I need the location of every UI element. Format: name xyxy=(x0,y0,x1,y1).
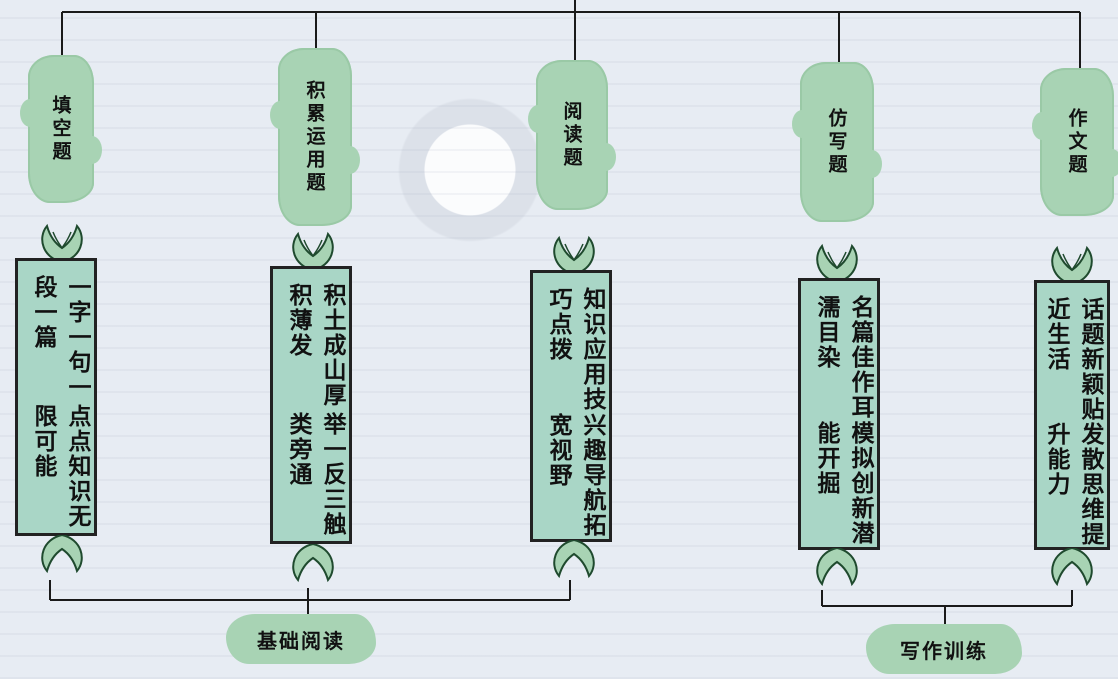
content-line: 积土成山厚积薄发 xyxy=(285,283,345,408)
group-label-writing-training: 写作训练 xyxy=(866,624,1022,674)
category-title: 填空题 xyxy=(49,94,72,164)
category-content-panel: 话题新颖贴近生活 发散思维提升能力 xyxy=(1034,280,1110,550)
category-content-panel: 积土成山厚积薄发 举一反三触类旁通 xyxy=(270,266,352,544)
leaf-ornament-bottom xyxy=(41,535,83,574)
category-content: 积土成山厚积薄发 举一反三触类旁通 xyxy=(273,269,349,541)
leaf-ornament-bottom xyxy=(816,548,858,587)
content-line: 模拟创新潜能开掘 xyxy=(813,421,873,546)
content-line: 举一反三触类旁通 xyxy=(285,412,345,537)
content-line: 话题新颖贴近生活 xyxy=(1043,297,1103,422)
category-content-panel: 知识应用技巧点拨 兴趣导航拓宽视野 xyxy=(530,270,612,542)
category-content: 话题新颖贴近生活 发散思维提升能力 xyxy=(1037,283,1107,547)
leaf-ornament-top xyxy=(292,231,334,270)
category-title: 积累运用题 xyxy=(303,79,326,195)
content-line: 名篇佳作耳濡目染 xyxy=(813,295,873,420)
category-content: 名篇佳作耳濡目染 模拟创新潜能开掘 xyxy=(801,281,877,547)
category-title-leaf: 作文题 xyxy=(1032,68,1118,216)
leaf-ornament-bottom xyxy=(292,544,334,583)
category-title: 阅读题 xyxy=(560,100,583,170)
leaf-ornament-top xyxy=(41,223,83,262)
category-content: 一字一句一段一篇 点点知识无限可能 xyxy=(18,261,94,533)
category-title-leaf: 积累运用题 xyxy=(270,48,360,226)
content-line: 一字一句一段一篇 xyxy=(30,275,90,400)
leaf-ornament-top xyxy=(1051,245,1093,284)
leaf-ornament-bottom xyxy=(553,540,595,579)
category-content: 知识应用技巧点拨 兴趣导航拓宽视野 xyxy=(533,273,609,539)
content-line: 兴趣导航拓宽视野 xyxy=(545,413,605,538)
category-title: 仿写题 xyxy=(825,107,848,177)
content-line: 知识应用技巧点拨 xyxy=(545,287,605,412)
category-content-panel: 名篇佳作耳濡目染 模拟创新潜能开掘 xyxy=(798,278,880,550)
category-title: 作文题 xyxy=(1065,107,1088,177)
category-title-leaf: 仿写题 xyxy=(792,62,882,222)
leaf-ornament-top xyxy=(816,243,858,282)
category-content-panel: 一字一句一段一篇 点点知识无限可能 xyxy=(15,258,97,536)
content-line: 发散思维提升能力 xyxy=(1043,422,1103,547)
content-line: 点点知识无限可能 xyxy=(30,404,90,529)
group-label-basic-reading: 基础阅读 xyxy=(226,614,376,664)
category-title-leaf: 填空题 xyxy=(20,55,102,203)
category-title-leaf: 阅读题 xyxy=(528,60,616,210)
leaf-ornament-top xyxy=(553,235,595,274)
leaf-ornament-bottom xyxy=(1051,548,1093,587)
